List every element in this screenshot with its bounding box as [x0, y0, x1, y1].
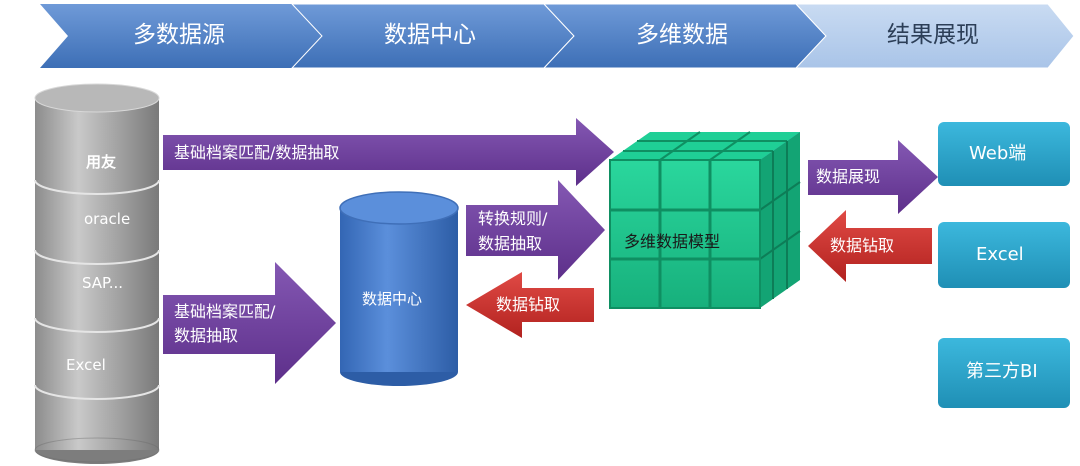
output-label-web: Web端: [969, 143, 1027, 164]
stage-chevrons: [40, 3, 1075, 69]
source-label-sap: SAP...: [82, 274, 124, 292]
drill-right-label: 数据钻取: [830, 236, 895, 255]
source-label-excel: Excel: [66, 356, 106, 374]
output-label-excel: Excel: [976, 244, 1024, 265]
source-database-stack: [34, 83, 160, 464]
transform-label-line2: 数据抽取: [478, 234, 543, 253]
left-extract-arrow: [163, 262, 336, 384]
drill-right-arrow: [808, 210, 932, 282]
output-label-bi: 第三方BI: [966, 361, 1038, 382]
display-arrow: [808, 140, 938, 214]
stage-label-sources: 多数据源: [133, 22, 225, 48]
datacenter-label: 数据中心: [362, 290, 423, 308]
display-label: 数据展现: [816, 167, 881, 186]
cube-label: 多维数据模型: [624, 232, 721, 251]
output-box-bi: [938, 338, 1070, 408]
multidimensional-cube: [609, 131, 801, 309]
transform-arrow: [466, 180, 605, 280]
source-label-yonyou: 用友: [86, 153, 117, 171]
output-box-web: [938, 122, 1070, 186]
left-extract-label-line2: 数据抽取: [174, 326, 239, 345]
stage-label-multidim: 多维数据: [636, 22, 728, 48]
top-extract-label: 基础档案匹配/数据抽取: [174, 143, 340, 162]
output-box-excel: [938, 222, 1070, 288]
data-center-cylinder: [339, 191, 459, 386]
drill-back-label: 数据钻取: [496, 295, 561, 314]
source-label-oracle: oracle: [84, 210, 131, 228]
stage-label-datacenter: 数据中心: [384, 22, 476, 48]
top-extract-arrow: [163, 118, 614, 186]
drill-back-arrow: [466, 272, 594, 338]
left-extract-label-line1: 基础档案匹配/: [174, 302, 276, 321]
stage-label-results: 结果展现: [887, 22, 979, 48]
stage-chevron-4: [794, 3, 1075, 69]
stage-chevron-1: [40, 4, 322, 68]
transform-label-line1: 转换规则/: [478, 209, 548, 228]
